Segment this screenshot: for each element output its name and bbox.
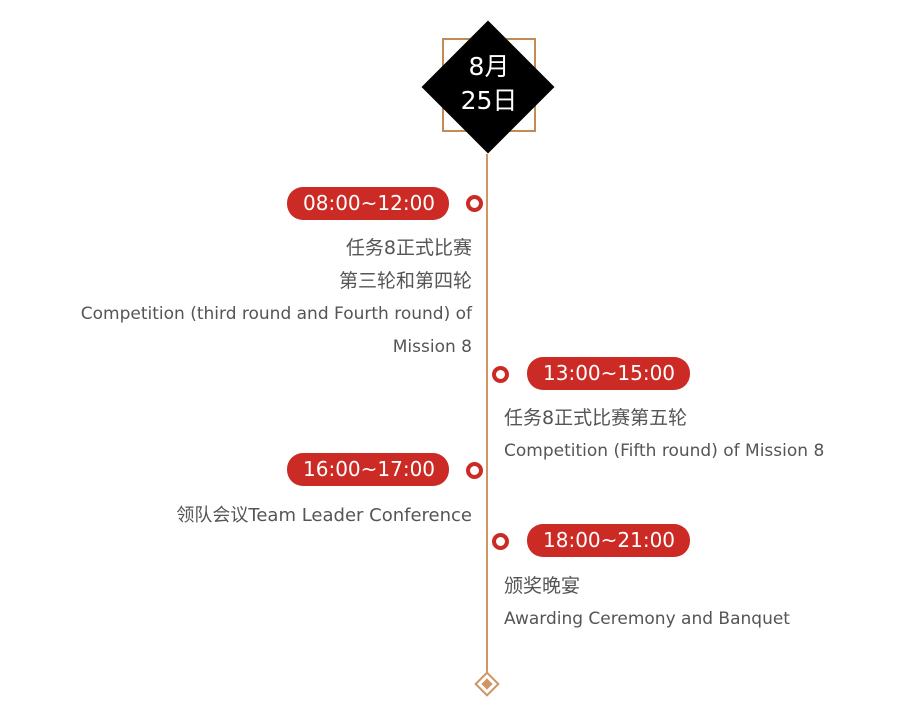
event-1-title-cn-line-2: 第三轮和第四轮 — [338, 270, 472, 292]
event-1-marker-icon — [466, 195, 483, 212]
event-2-marker-icon — [492, 366, 509, 383]
event-1-title-en-line-1: Competition (third round and Fourth roun… — [80, 304, 472, 324]
event-1-description: 任务8正式比赛 第三轮和第四轮 Competition (third round… — [20, 232, 472, 364]
event-3-title: 领队会议Team Leader Conference — [176, 505, 472, 526]
event-3-time-badge: 16:00~17:00 — [287, 453, 449, 486]
event-1-title-en-line-2: Mission 8 — [392, 337, 472, 357]
event-4-title-cn: 颁奖晚宴 — [504, 575, 581, 597]
event-1-time-badge: 08:00~12:00 — [287, 187, 449, 220]
event-1-title-cn-line-1: 任务8正式比赛 — [345, 237, 472, 259]
event-4-title-en: Awarding Ceremony and Banquet — [504, 609, 790, 629]
event-3-description: 领队会议Team Leader Conference — [100, 499, 472, 532]
event-2-time-badge: 13:00~15:00 — [527, 357, 690, 390]
timeline-line — [486, 154, 488, 672]
event-4-description: 颁奖晚宴 Awarding Ceremony and Banquet — [504, 570, 904, 636]
date-month: 8月 — [468, 52, 510, 81]
event-3-marker-icon — [466, 462, 483, 479]
event-2-title-en: Competition (Fifth round) of Mission 8 — [504, 441, 825, 461]
date-day: 25日 — [460, 86, 518, 115]
event-4-time-badge: 18:00~21:00 — [527, 524, 690, 557]
date-label: 8月 25日 — [442, 50, 536, 118]
event-2-title-cn: 任务8正式比赛第五轮 — [504, 407, 688, 429]
event-4-marker-icon — [492, 533, 509, 550]
event-2-description: 任务8正式比赛第五轮 Competition (Fifth round) of … — [504, 402, 904, 468]
